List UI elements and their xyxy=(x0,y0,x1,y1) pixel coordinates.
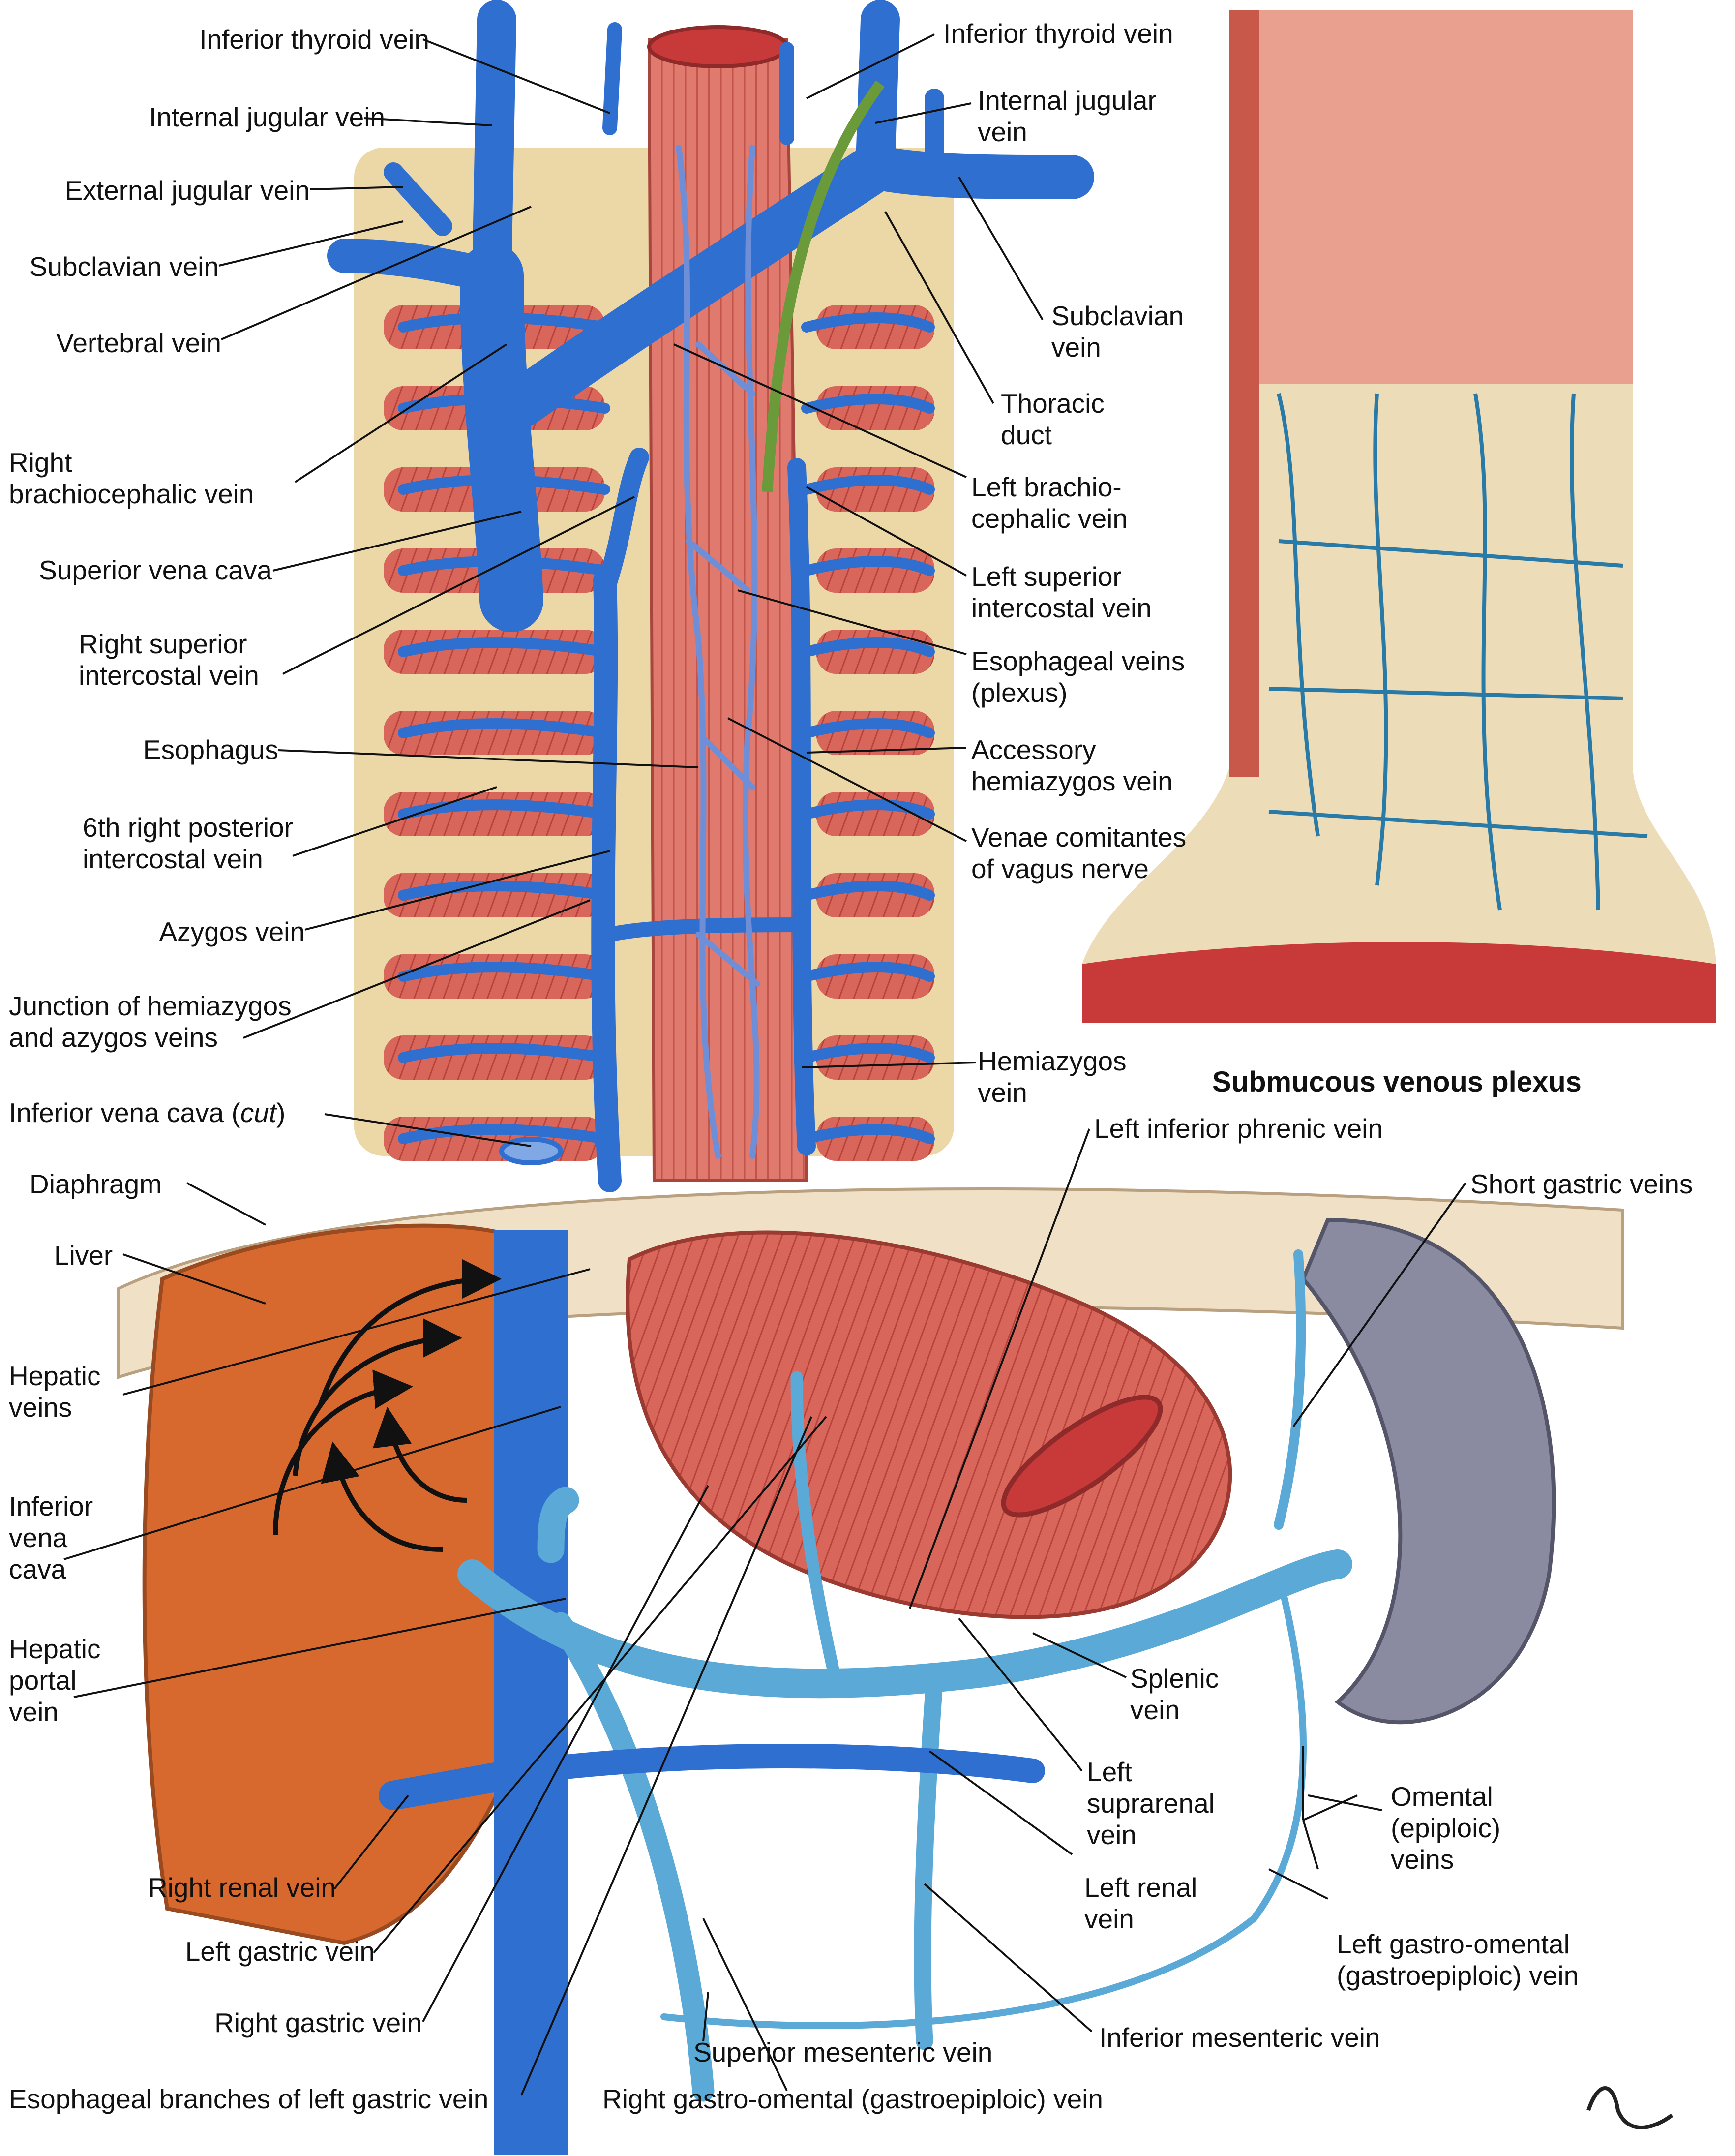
label-inferior-vena-cava: Inferior vena cava xyxy=(9,1491,93,1584)
label-superior-mesenteric-vein: Superior mesenteric vein xyxy=(693,2037,993,2067)
posterior-intercostal-vein xyxy=(398,1124,610,1144)
label-short-gastric-veins: Short gastric veins xyxy=(1470,1169,1693,1199)
label-subclavian-vein-right: Subclavian vein xyxy=(29,251,219,282)
label-omental-veins: Omental (epiploic) veins xyxy=(1391,1781,1501,1875)
submucous-plexus-inset xyxy=(1082,10,1716,1023)
label-left-gastric-vein: Left gastric vein xyxy=(185,1936,375,1967)
label-right-gastric-vein: Right gastric vein xyxy=(214,2007,422,2038)
azygos-system xyxy=(591,448,816,1192)
label-vertebral-vein: Vertebral vein xyxy=(56,328,221,358)
label-6th-right-posterior-intercostal-vein: 6th right posterior intercostal vein xyxy=(83,812,293,874)
posterior-intercostal-vein xyxy=(801,1043,935,1063)
label-left-inferior-phrenic-vein: Left inferior phrenic vein xyxy=(1094,1113,1383,1144)
posterior-intercostal-vein xyxy=(801,799,935,820)
inferior-vena-cava-cut xyxy=(499,1137,563,1165)
posterior-intercostal-vein xyxy=(398,718,610,738)
spleen xyxy=(1301,1217,1556,1725)
label-hepatic-veins: Hepatic veins xyxy=(9,1361,101,1423)
label-subclavian-vein-left: Subclavian vein xyxy=(1051,301,1184,363)
label-esophageal-veins-plexus: Esophageal veins (plexus) xyxy=(971,646,1185,708)
label-external-jugular-vein: External jugular vein xyxy=(64,175,310,206)
label-left-renal-vein: Left renal vein xyxy=(1084,1872,1197,1934)
label-junction-hemiazygos-azygos: Junction of hemiazygos and azygos veins xyxy=(9,991,292,1053)
posterior-intercostal-vein xyxy=(801,475,935,495)
label-azygos-vein: Azygos vein xyxy=(159,916,305,947)
liver xyxy=(142,1223,553,1945)
label-inferior-vena-cava-cut: Inferior vena cava (cut) xyxy=(9,1097,286,1128)
label-left-brachiocephalic-vein: Left brachio- cephalic vein xyxy=(971,472,1128,534)
label-internal-jugular-vein-right: Internal jugular vein xyxy=(149,102,385,132)
label-superior-vena-cava: Superior vena cava xyxy=(39,555,272,585)
label-splenic-vein: Splenic vein xyxy=(1130,1663,1219,1725)
stomach xyxy=(626,1230,1232,1619)
posterior-intercostal-vein xyxy=(398,881,610,901)
posterior-intercostal-vein xyxy=(398,1043,610,1063)
label-internal-jugular-vein-left: Internal jugular vein xyxy=(978,85,1157,147)
posterior-intercostal-vein xyxy=(801,637,935,657)
hepatic-portal-system xyxy=(457,1249,1352,2102)
label-liver: Liver xyxy=(54,1240,113,1271)
label-right-gastro-omental-vein: Right gastro-omental (gastroepiploic) ve… xyxy=(602,2084,1103,2114)
posterior-intercostal-vein xyxy=(398,962,610,982)
label-inferior-thyroid-vein-left: Inferior thyroid vein xyxy=(943,18,1173,49)
posterior-intercostal-vein xyxy=(801,718,935,738)
posterior-intercostal-vein xyxy=(801,556,935,576)
thoracic-duct xyxy=(762,80,885,492)
label-thoracic-duct: Thoracic duct xyxy=(1001,388,1105,450)
artist-signature xyxy=(1586,2086,1674,2129)
label-esophageal-branches-left-gastric: Esophageal branches of left gastric vein xyxy=(9,2084,489,2114)
label-hemiazygos-vein: Hemiazygos vein xyxy=(978,1046,1127,1108)
great-veins xyxy=(327,0,1094,632)
label-inferior-mesenteric-vein: Inferior mesenteric vein xyxy=(1099,2022,1380,2053)
hepatic-vein-flow-arrows xyxy=(273,1259,502,1552)
leader-lines xyxy=(63,33,1466,2096)
label-venae-comitantes: Venae comitantes of vagus nerve xyxy=(971,822,1187,884)
posterior-intercostal-vein xyxy=(801,881,935,901)
label-left-gastro-omental-vein: Left gastro-omental (gastroepiploic) vei… xyxy=(1337,1929,1579,1991)
posterior-intercostal-vein xyxy=(801,394,935,414)
label-diaphragm: Diaphragm xyxy=(30,1169,162,1199)
label-esophagus: Esophagus xyxy=(143,734,278,765)
inset-title: Submucous venous plexus xyxy=(1212,1066,1582,1098)
label-right-superior-intercostal-vein: Right superior intercostal vein xyxy=(79,629,259,691)
label-right-brachiocephalic-vein: Right brachiocephalic vein xyxy=(9,447,254,509)
posterior-intercostal-vein xyxy=(801,1124,935,1144)
label-left-superior-intercostal-vein: Left superior intercostal vein xyxy=(971,561,1152,623)
label-accessory-hemiazygos-vein: Accessory hemiazygos vein xyxy=(971,734,1173,796)
label-inferior-thyroid-vein-right: Inferior thyroid vein xyxy=(199,24,429,55)
esophageal-vein-plexus xyxy=(676,145,760,1159)
posterior-intercostal-vein xyxy=(801,312,935,333)
posterior-intercostal-vein xyxy=(398,637,610,657)
label-hepatic-portal-vein: Hepatic portal vein xyxy=(9,1634,101,1727)
posterior-intercostal-vein xyxy=(801,962,935,982)
label-left-suprarenal-vein: Left suprarenal vein xyxy=(1087,1757,1215,1850)
renal-veins xyxy=(379,1744,1045,1810)
label-right-renal-vein: Right renal vein xyxy=(148,1872,336,1903)
